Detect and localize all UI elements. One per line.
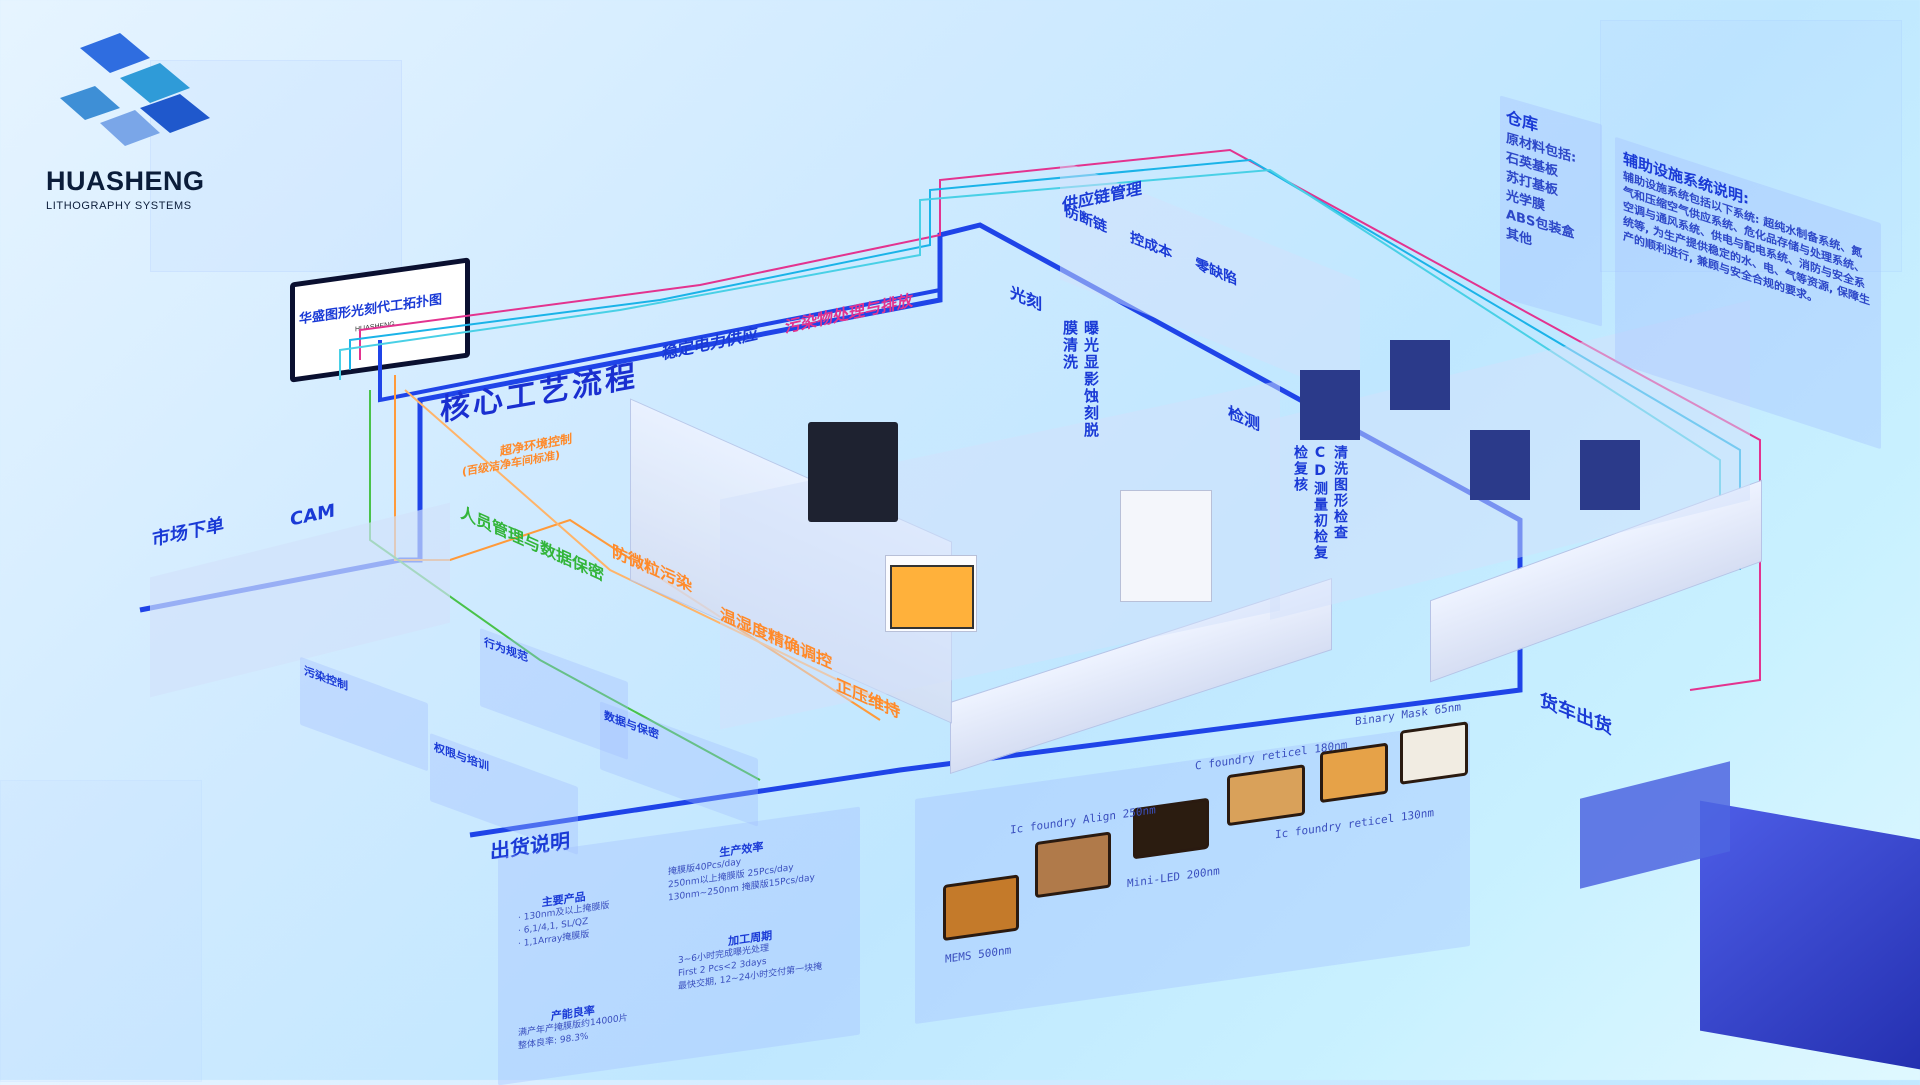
litho-step-3: 脱膜	[1061, 320, 1100, 439]
brand-name: HUASHENG	[46, 166, 205, 196]
litho-step-1: 显影	[1082, 354, 1100, 388]
sample-align	[1035, 831, 1111, 899]
inspect-step-2: CD测量	[1312, 445, 1328, 513]
oven-machine	[890, 565, 974, 629]
inspect-rack-4	[1580, 440, 1640, 510]
litho-step-4: 清洗	[1061, 337, 1079, 371]
inspect-rack-3	[1470, 430, 1530, 500]
inspect-machine	[1120, 490, 1212, 602]
inspect-rack-1	[1300, 370, 1360, 440]
warehouse-panel: 仓库 原材料包括: 石英基板 苏打基板 光学膜 ABS包装盒 其他	[1500, 95, 1602, 327]
brand-subtitle: LITHOGRAPHY SYSTEMS	[46, 200, 192, 212]
inspect-step-5: 复核	[1292, 461, 1308, 493]
litho-step-0: 曝光	[1082, 320, 1100, 354]
ship-capacity: 生产效率 掩膜版40Pcs/day 250nm以上掩膜版 25Pcs/day 1…	[668, 833, 815, 906]
inspect-rack-2	[1390, 340, 1450, 410]
inspect-step-0: 清洗	[1332, 445, 1348, 477]
ship-yield: 产能良率 满产年产掩膜版约14000片 整体良率: 98.3%	[518, 999, 628, 1053]
sample-binary-mask	[1400, 721, 1468, 785]
caption-miniled: Mini-LED 200nm	[1127, 864, 1220, 891]
bg-building-left	[150, 60, 402, 272]
inspect-steps: 清洗图形检查CD测量初检复检复核	[1290, 445, 1350, 575]
sample-c-foundry	[1227, 764, 1305, 827]
ship-cycle: 加工周期 3~6小时完成曝光处理 First 2 Pcs<2 3days 最快交…	[678, 922, 822, 994]
sample-mems	[943, 874, 1019, 942]
litho-steps: 曝光显影蚀刻脱膜清洗	[1060, 320, 1102, 450]
exposure-machine	[808, 422, 898, 522]
truck	[1700, 800, 1920, 1070]
ship-products: 主要产品 · 130nm及以上掩膜版 · 6,1/4,1, SL/QZ · 1,…	[518, 887, 609, 952]
inspect-step-3: 初检	[1312, 513, 1328, 545]
litho-step-2: 蚀刻	[1082, 388, 1100, 422]
inspect-step-4: 复检	[1292, 445, 1328, 561]
huasheng-logo-icon	[60, 33, 210, 146]
bg-building-right	[1600, 20, 1902, 272]
caption-mems: MEMS 500nm	[945, 943, 1012, 966]
inspect-step-1: 图形检查	[1332, 477, 1348, 541]
